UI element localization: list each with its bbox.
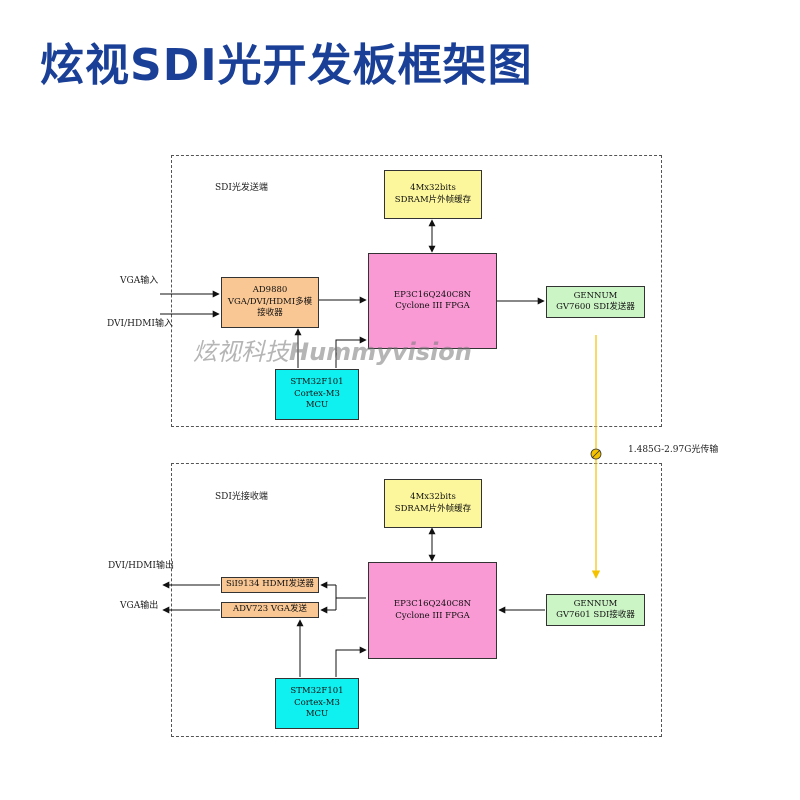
rx-fpga-family: Cyclone III FPGA bbox=[395, 610, 470, 621]
dvi-hdmi-output-label: DVI/HDMI输出 bbox=[108, 561, 174, 571]
page-title: 炫视SDI光开发板框架图 bbox=[40, 40, 533, 91]
rx-mcu-block: STM32F101 Cortex-M3 MCU bbox=[275, 678, 359, 729]
watermark: 炫视科技Hummyvision bbox=[193, 340, 472, 364]
tx-receiver-part: AD9880 bbox=[252, 285, 288, 296]
rx-hdmi-tx-block: SiI9134 HDMI发送器 bbox=[221, 577, 319, 593]
rx-mcu-core: Cortex-M3 bbox=[294, 697, 340, 708]
tx-sdram-block: 4Mx32bits SDRAM片外帧缓存 bbox=[384, 170, 482, 219]
tx-receiver-type: 接收器 bbox=[257, 308, 283, 319]
tx-mcu-to-fpga-arrow bbox=[335, 336, 367, 368]
tx-mcu-type: MCU bbox=[305, 400, 329, 411]
tx-mcu-part: STM32F101 bbox=[290, 377, 344, 388]
tx-gennum-vendor: GENNUM bbox=[573, 290, 618, 301]
vga-input-label: VGA输入 bbox=[120, 276, 159, 286]
rx-vga-tx-block: ADV723 VGA发送 bbox=[221, 602, 319, 618]
rx-sdram-capacity: 4Mx32bits bbox=[410, 492, 456, 503]
dvi-hdmi-input-label: DVI/HDMI输入 bbox=[107, 319, 173, 329]
tx-gennum-part: GV7600 SDI发送器 bbox=[556, 302, 635, 312]
rx-vga-tx-label: ADV723 VGA发送 bbox=[233, 604, 307, 615]
rx-gennum-vendor: GENNUM bbox=[573, 598, 618, 609]
vga-output-label: VGA输出 bbox=[120, 601, 159, 611]
tx-receiver-block: AD9880 VGA/DVI/HDMI多模 接收器 bbox=[221, 277, 319, 328]
watermark-cn: 炫视科技 bbox=[193, 338, 289, 366]
receiver-section-frame bbox=[171, 463, 662, 737]
tx-mcu-block: STM32F101 Cortex-M3 MCU bbox=[275, 369, 359, 420]
rx-sdram-desc: SDRAM片外帧缓存 bbox=[394, 503, 472, 514]
fpga-to-output-chips-line bbox=[335, 585, 366, 599]
tx-gennum-block: GENNUM GV7600 SDI发送器 bbox=[546, 286, 645, 318]
transmitter-section-label: SDI光发送端 bbox=[215, 183, 268, 193]
rx-mcu-to-fpga-arrow bbox=[335, 646, 367, 677]
rx-gennum-part: GV7601 SDI接收器 bbox=[556, 610, 635, 620]
rx-gennum-block: GENNUM GV7601 SDI接收器 bbox=[546, 594, 645, 626]
tx-mcu-core: Cortex-M3 bbox=[294, 388, 340, 399]
tx-fpga-part: EP3C16Q240C8N bbox=[393, 289, 472, 300]
rx-fpga-part: EP3C16Q240C8N bbox=[393, 599, 472, 610]
transmitter-section-frame bbox=[171, 155, 662, 427]
watermark-en: Hummyvision bbox=[289, 338, 472, 366]
rx-fpga-block: EP3C16Q240C8N Cyclone III FPGA bbox=[368, 562, 497, 659]
rx-sdram-block: 4Mx32bits SDRAM片外帧缓存 bbox=[384, 479, 482, 528]
tx-receiver-desc: VGA/DVI/HDMI多模 bbox=[227, 296, 313, 307]
rx-hdmi-tx-label: SiI9134 HDMI发送器 bbox=[225, 579, 315, 590]
rx-mcu-type: MCU bbox=[305, 709, 329, 720]
tx-fpga-block: EP3C16Q240C8N Cyclone III FPGA bbox=[368, 253, 497, 349]
optical-link-label: 1.485G-2.97G光传输 bbox=[628, 445, 719, 455]
tx-sdram-capacity: 4Mx32bits bbox=[410, 183, 456, 194]
tx-fpga-family: Cyclone III FPGA bbox=[395, 301, 470, 311]
receiver-section-label: SDI光接收端 bbox=[215, 492, 268, 502]
tx-sdram-desc: SDRAM片外帧缓存 bbox=[394, 194, 472, 205]
rx-mcu-part: STM32F101 bbox=[290, 686, 344, 697]
